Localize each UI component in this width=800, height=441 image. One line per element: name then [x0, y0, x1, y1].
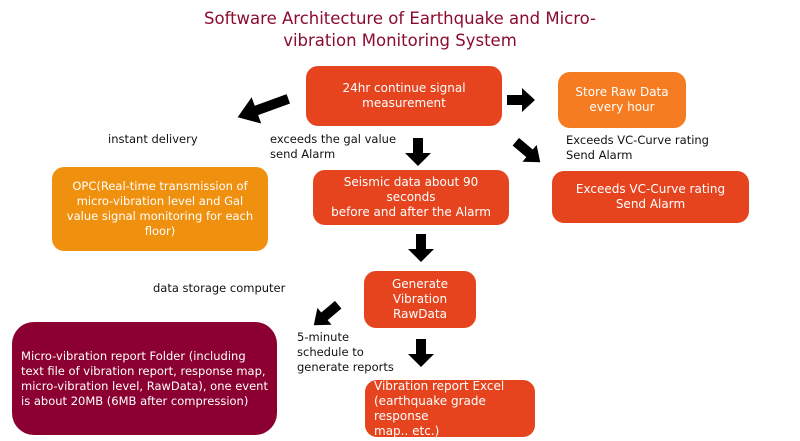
title-line-2: vibration Monitoring System [283, 31, 517, 50]
node-text: Send Alarm [615, 197, 686, 211]
arrow-to-vc-alarm-icon [509, 133, 548, 170]
label-text: Send Alarm [566, 148, 633, 162]
node-text: micro-vibration level and Gal [76, 194, 244, 208]
node-seismic-data: Seismic data about 90 seconds before and… [313, 170, 509, 225]
label-text: generate reports [297, 360, 394, 374]
arrow-to-generate-icon [408, 234, 434, 262]
node-opc: OPC(Real-time transmission of micro-vibr… [52, 167, 268, 251]
node-text: OPC(Real-time transmission of [72, 179, 248, 193]
node-vibration-excel: Vibration report Excel (earthquake grade… [365, 378, 535, 438]
node-text: (earthquake grade response [374, 393, 486, 423]
label-text: send Alarm [270, 147, 336, 161]
node-text: every hour [589, 100, 655, 114]
node-signal-measurement: 24hr continue signal measurement [306, 66, 502, 126]
node-text: measurement [362, 96, 446, 110]
node-text: micro-vibration level, RawData), one eve… [21, 378, 268, 393]
node-text: map.. etc.) [374, 423, 440, 438]
node-text: 24hr continue signal [342, 81, 466, 95]
arrow-to-folder-icon [307, 296, 346, 333]
node-vc-curve-alarm: Exceeds VC-Curve rating Send Alarm [552, 171, 749, 223]
node-text: before and after the Alarm [331, 205, 491, 219]
label-text: exceeds the gal value [270, 132, 397, 146]
node-text: Micro-vibration report Folder (including [21, 348, 246, 363]
node-text: Seismic data about 90 seconds [343, 175, 479, 204]
node-text: Store Raw Data [575, 85, 669, 99]
node-text: value signal monitoring for each [66, 209, 254, 223]
label-schedule: 5-minute schedule to generate reports [297, 330, 394, 375]
label-exceeds-gal: exceeds the gal value send Alarm [270, 132, 396, 162]
label-text: instant delivery [108, 132, 198, 146]
node-text: is about 20MB (6MB after compression) [21, 393, 249, 408]
diagram-title: Software Architecture of Earthquake and … [0, 8, 800, 52]
arrow-to-excel-icon [408, 339, 434, 367]
node-text: Vibration [392, 292, 448, 306]
node-text: Vibration report Excel [374, 378, 505, 393]
arrow-to-store-raw-icon [507, 88, 535, 112]
arrow-to-seismic-icon [405, 138, 431, 166]
arrow-to-opc-icon [233, 86, 293, 131]
label-data-storage: data storage computer [153, 281, 285, 296]
node-text: RawData [393, 307, 447, 321]
node-generate-rawdata: Generate Vibration RawData [364, 271, 476, 328]
label-exceeds-vc: Exceeds VC-Curve rating Send Alarm [566, 133, 709, 163]
node-report-folder: Micro-vibration report Folder (including… [12, 322, 277, 435]
label-instant-delivery: instant delivery [108, 132, 198, 147]
title-line-1: Software Architecture of Earthquake and … [204, 9, 596, 28]
label-text: data storage computer [153, 281, 286, 295]
node-text: Exceeds VC-Curve rating [575, 182, 726, 196]
label-text: 5-minute [297, 330, 350, 344]
node-store-raw-data: Store Raw Data every hour [558, 72, 686, 128]
label-text: schedule to [297, 345, 364, 359]
label-text: Exceeds VC-Curve rating [566, 133, 709, 147]
node-text: Generate [391, 277, 449, 291]
node-text: floor) [144, 224, 176, 238]
node-text: text file of vibration report, response … [21, 363, 266, 378]
